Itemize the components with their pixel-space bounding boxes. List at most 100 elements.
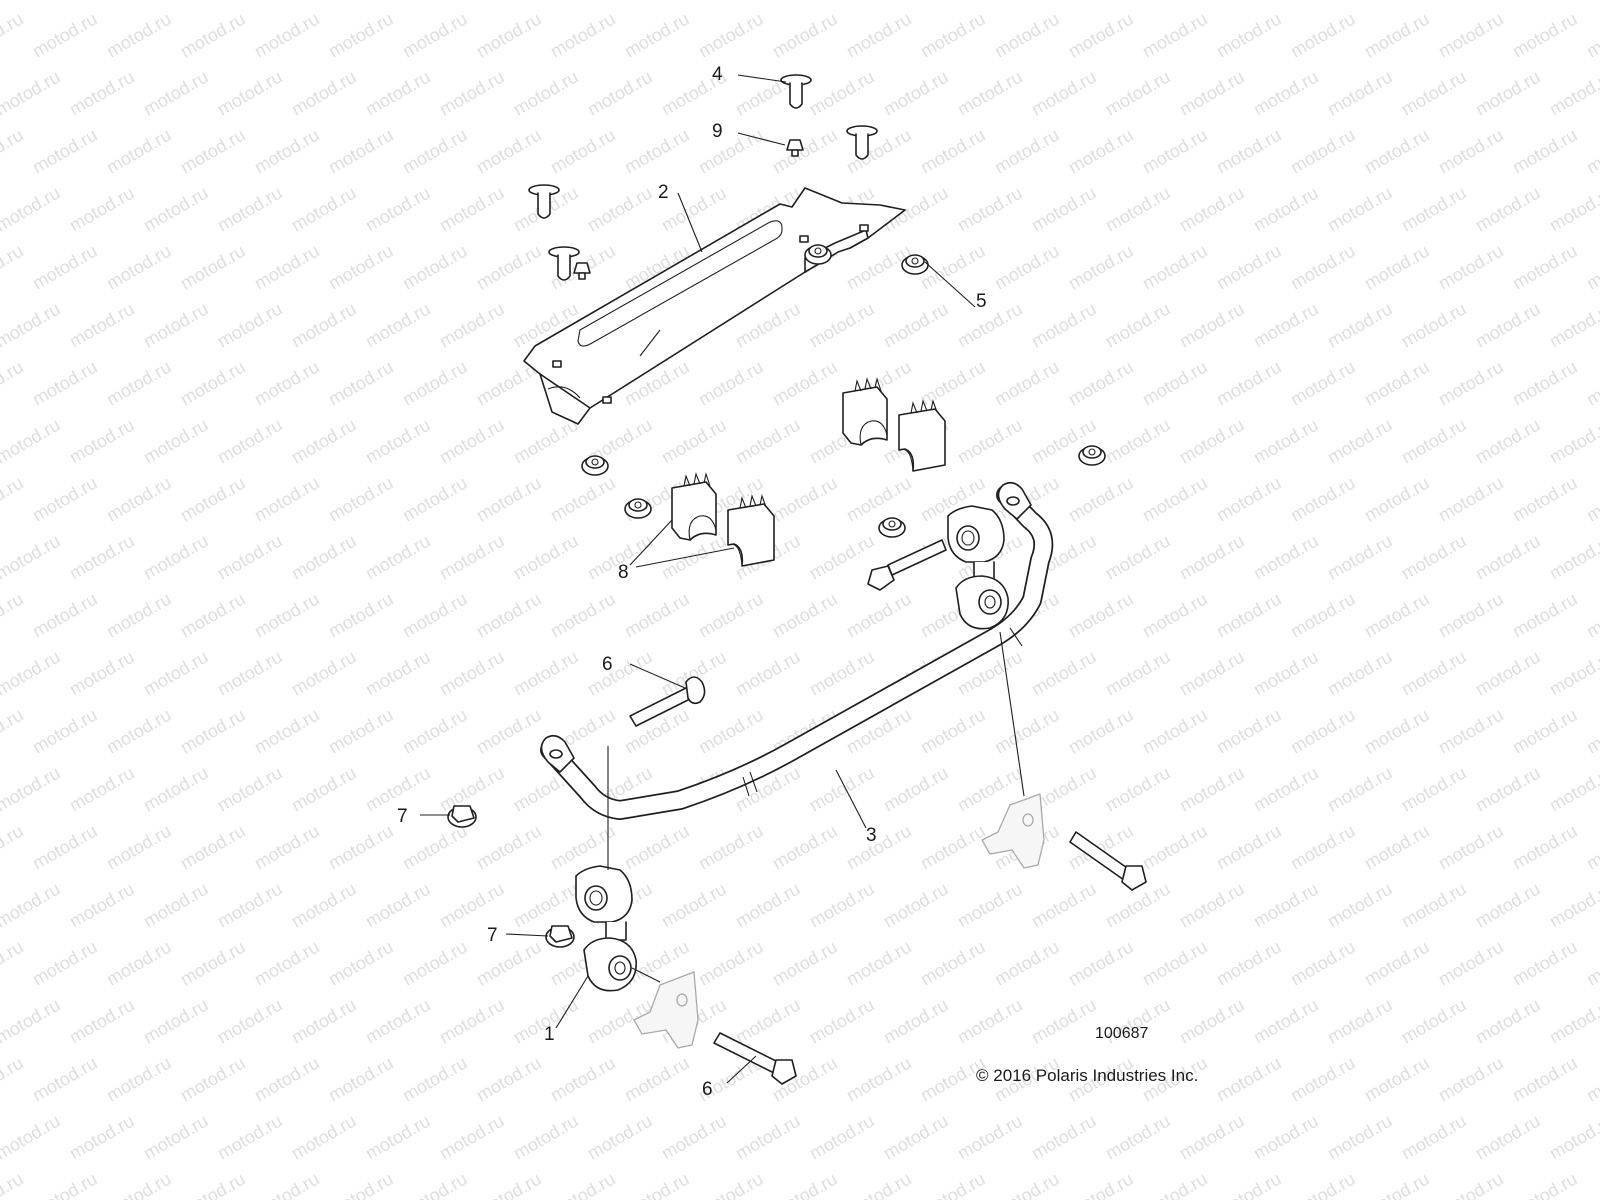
watermark-text: motod.ru	[399, 937, 471, 990]
watermark-text: motod.ru	[1583, 705, 1600, 758]
watermark-text: motod.ru	[288, 879, 360, 932]
bushing-half	[727, 494, 775, 567]
watermark-text: motod.ru	[1435, 473, 1507, 526]
watermark-text: motod.ru	[991, 241, 1063, 294]
watermark-text: motod.ru	[1472, 415, 1544, 468]
watermark-text: motod.ru	[1287, 241, 1359, 294]
flange-nut	[581, 455, 609, 476]
watermark-text: motod.ru	[1324, 299, 1396, 352]
watermark-text: motod.ru	[66, 1111, 138, 1164]
watermark-text: motod.ru	[66, 67, 138, 120]
watermark-text: motod.ru	[1102, 415, 1174, 468]
watermark-text: motod.ru	[547, 473, 619, 526]
watermark-text: motod.ru	[325, 821, 397, 874]
watermark-text: motod.ru	[1213, 125, 1285, 178]
watermark-text: motod.ru	[288, 415, 360, 468]
watermark-text: motod.ru	[1472, 67, 1544, 120]
callouts: 4 9 2 5 6 6 7 7 8 3 1	[397, 64, 987, 1100]
watermark-text: motod.ru	[0, 1169, 27, 1200]
leader-lines	[420, 74, 1025, 1084]
watermark-text: motod.ru	[510, 1111, 582, 1164]
watermark-text: motod.ru	[843, 1053, 915, 1106]
flange-nut	[804, 244, 832, 265]
watermark-text: motod.ru	[1028, 299, 1100, 352]
watermark-text: motod.ru	[1472, 647, 1544, 700]
link-nut	[447, 805, 477, 828]
bushing-group	[671, 376, 946, 567]
watermark-text: motod.ru	[325, 589, 397, 642]
watermark-text: motod.ru	[1287, 821, 1359, 874]
watermark-text: motod.ru	[288, 299, 360, 352]
watermark-text: motod.ru	[1176, 995, 1248, 1048]
watermark-text: motod.ru	[991, 1169, 1063, 1200]
callout-9: 9	[712, 121, 723, 142]
watermark-text: motod.ru	[1065, 473, 1137, 526]
watermark-text: motod.ru	[66, 763, 138, 816]
link-nut	[545, 925, 575, 948]
watermark-text: motod.ru	[251, 241, 323, 294]
push-rivet	[548, 246, 580, 281]
watermark-text: motod.ru	[1028, 0, 1100, 3]
watermark-text: motod.ru	[1398, 763, 1470, 816]
watermark-text: motod.ru	[991, 9, 1063, 62]
watermark-text: motod.ru	[0, 531, 64, 584]
watermark-text: motod.ru	[0, 1111, 64, 1164]
watermark-text: motod.ru	[510, 0, 582, 3]
watermark-text: motod.ru	[695, 357, 767, 410]
watermark-text: motod.ru	[880, 995, 952, 1048]
watermark-text: motod.ru	[177, 1169, 249, 1200]
watermark-text: motod.ru	[0, 589, 27, 642]
watermark-text: motod.ru	[843, 473, 915, 526]
watermark-text: motod.ru	[1583, 9, 1600, 62]
watermark-text: motod.ru	[621, 1169, 693, 1200]
watermark-text: motod.ru	[140, 415, 212, 468]
watermark-text: motod.ru	[399, 241, 471, 294]
watermark-text: motod.ru	[66, 415, 138, 468]
watermark-text: motod.ru	[103, 821, 175, 874]
watermark-text: motod.ru	[251, 821, 323, 874]
watermark-text: motod.ru	[1028, 995, 1100, 1048]
watermark-text: motod.ru	[1583, 1169, 1600, 1200]
watermark-text: motod.ru	[1213, 241, 1285, 294]
frame-bracket-left	[633, 971, 699, 1049]
watermark-text: motod.ru	[621, 589, 693, 642]
watermark-text: motod.ru	[325, 937, 397, 990]
watermark-text: motod.ru	[510, 531, 582, 584]
watermark-text: motod.ru	[880, 879, 952, 932]
bushing-half	[842, 376, 888, 446]
watermark-text: motod.ru	[1324, 415, 1396, 468]
watermark-text: motod.ru	[1213, 589, 1285, 642]
watermark-text: motod.ru	[1065, 589, 1137, 642]
watermark-text: motod.ru	[140, 1111, 212, 1164]
watermark-text: motod.ru	[1139, 357, 1211, 410]
watermark-text: motod.ru	[66, 531, 138, 584]
watermark-text: motod.ru	[325, 9, 397, 62]
watermark-text: motod.ru	[251, 705, 323, 758]
watermark-text: motod.ru	[1213, 937, 1285, 990]
push-rivet	[846, 125, 878, 160]
watermark-text: motod.ru	[917, 9, 989, 62]
bushing-half	[898, 399, 946, 472]
bolt	[1069, 831, 1147, 891]
watermark-text: motod.ru	[1398, 1111, 1470, 1164]
watermark-text: motod.ru	[1509, 357, 1581, 410]
watermark-text: motod.ru	[103, 9, 175, 62]
push-rivet	[780, 74, 812, 109]
watermark-text: motod.ru	[140, 183, 212, 236]
watermark-text: motod.ru	[29, 9, 101, 62]
watermark-text: motod.ru	[473, 125, 545, 178]
watermark-text: motod.ru	[1176, 0, 1248, 3]
watermark-text: motod.ru	[325, 473, 397, 526]
watermark-text: motod.ru	[1583, 821, 1600, 874]
watermark-text: motod.ru	[0, 67, 64, 120]
watermark-text: motod.ru	[362, 531, 434, 584]
watermark-text: motod.ru	[214, 763, 286, 816]
watermark-text: motod.ru	[1287, 589, 1359, 642]
watermark-text: motod.ru	[66, 879, 138, 932]
callout-3: 3	[866, 825, 877, 846]
watermark-text: motod.ru	[547, 589, 619, 642]
watermark-text: motod.ru	[177, 357, 249, 410]
watermark-text: motod.ru	[399, 1053, 471, 1106]
watermark-text: motod.ru	[547, 1053, 619, 1106]
